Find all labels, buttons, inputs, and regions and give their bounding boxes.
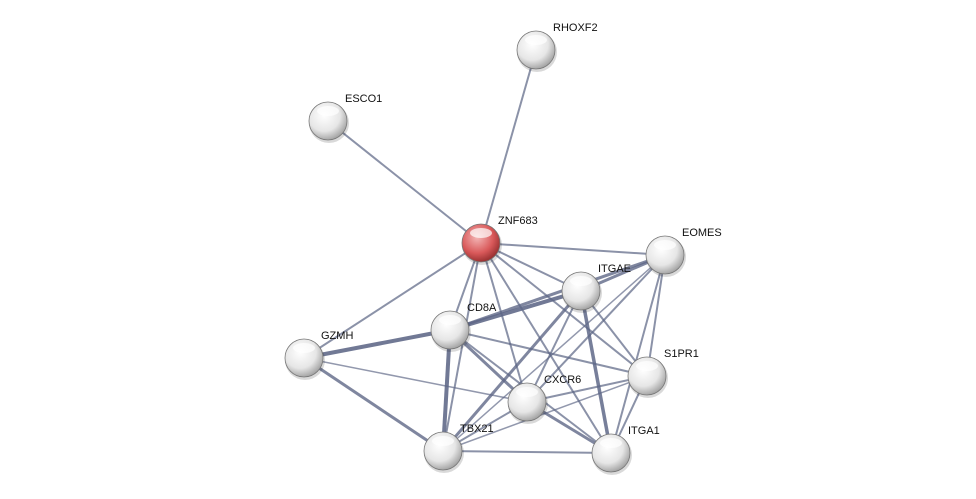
edge-itgae-itga1[interactable] (579, 290, 613, 454)
node-highlight (654, 240, 676, 250)
node-label: S1PR1 (664, 348, 699, 360)
edge-eomes-cxcr6[interactable] (526, 254, 666, 403)
edge-eomes-s1pr1[interactable] (646, 254, 666, 377)
node-highlight (432, 436, 454, 446)
node-highlight (317, 106, 339, 116)
node-highlight (600, 438, 622, 448)
edge-znf683-esco1[interactable] (327, 120, 482, 244)
node-label: EOMES (682, 227, 722, 239)
node-label: ZNF683 (498, 215, 538, 227)
edge-cd8a-eomes[interactable] (449, 253, 666, 332)
edge-znf683-tbx21[interactable] (442, 242, 482, 452)
node-label: ESCO1 (345, 93, 382, 105)
edge-eomes-itga1[interactable] (610, 254, 666, 454)
node-highlight (293, 343, 315, 353)
node-label: CXCR6 (544, 374, 581, 386)
node-label: ITGAE (598, 263, 631, 275)
edge-cd8a-gzmh[interactable] (303, 328, 451, 360)
node-tbx21[interactable]: TBX21 (423, 423, 494, 473)
node-highlight (525, 35, 547, 45)
node-cd8a[interactable]: CD8A (430, 302, 497, 352)
node-highlight (516, 387, 538, 397)
edge-cxcr6-s1pr1[interactable] (526, 375, 648, 403)
edge-cd8a-s1pr1[interactable] (449, 329, 648, 377)
node-esco1[interactable]: ESCO1 (308, 93, 382, 143)
node-itgae[interactable]: ITGAE (561, 263, 631, 313)
edge-itgae-tbx21[interactable] (441, 290, 583, 452)
edge-znf683-rhoxf2[interactable] (480, 49, 537, 244)
node-label: CD8A (467, 302, 497, 314)
edge-znf683-cxcr6[interactable] (480, 242, 528, 403)
edge-itgae-cxcr6[interactable] (526, 290, 582, 403)
node-highlight (636, 361, 658, 371)
node-znf683[interactable]: ZNF683 (461, 215, 538, 265)
edge-gzmh-tbx21[interactable] (303, 356, 444, 453)
node-label: ITGA1 (628, 425, 660, 437)
edge-cd8a-tbx21[interactable] (441, 329, 452, 452)
node-label: TBX21 (460, 423, 494, 435)
edges-layer (303, 49, 666, 455)
edge-znf683-gzmh[interactable] (303, 242, 482, 359)
node-s1pr1[interactable]: S1PR1 (627, 348, 699, 398)
node-itga1[interactable]: ITGA1 (591, 425, 660, 475)
node-label: GZMH (321, 330, 353, 342)
node-rhoxf2[interactable]: RHOXF2 (516, 22, 598, 72)
node-gzmh[interactable]: GZMH (284, 330, 353, 380)
edge-znf683-itga1[interactable] (480, 242, 612, 454)
node-label: RHOXF2 (553, 22, 598, 34)
edge-znf683-eomes[interactable] (480, 242, 666, 256)
edge-eomes-tbx21[interactable] (442, 254, 666, 452)
node-highlight (470, 228, 492, 238)
node-cxcr6[interactable]: CXCR6 (507, 374, 581, 424)
node-highlight (570, 276, 592, 286)
node-eomes[interactable]: EOMES (645, 227, 722, 277)
edge-tbx21-itga1[interactable] (442, 450, 612, 454)
node-highlight (439, 315, 461, 325)
edge-tbx21-s1pr1[interactable] (442, 375, 648, 452)
